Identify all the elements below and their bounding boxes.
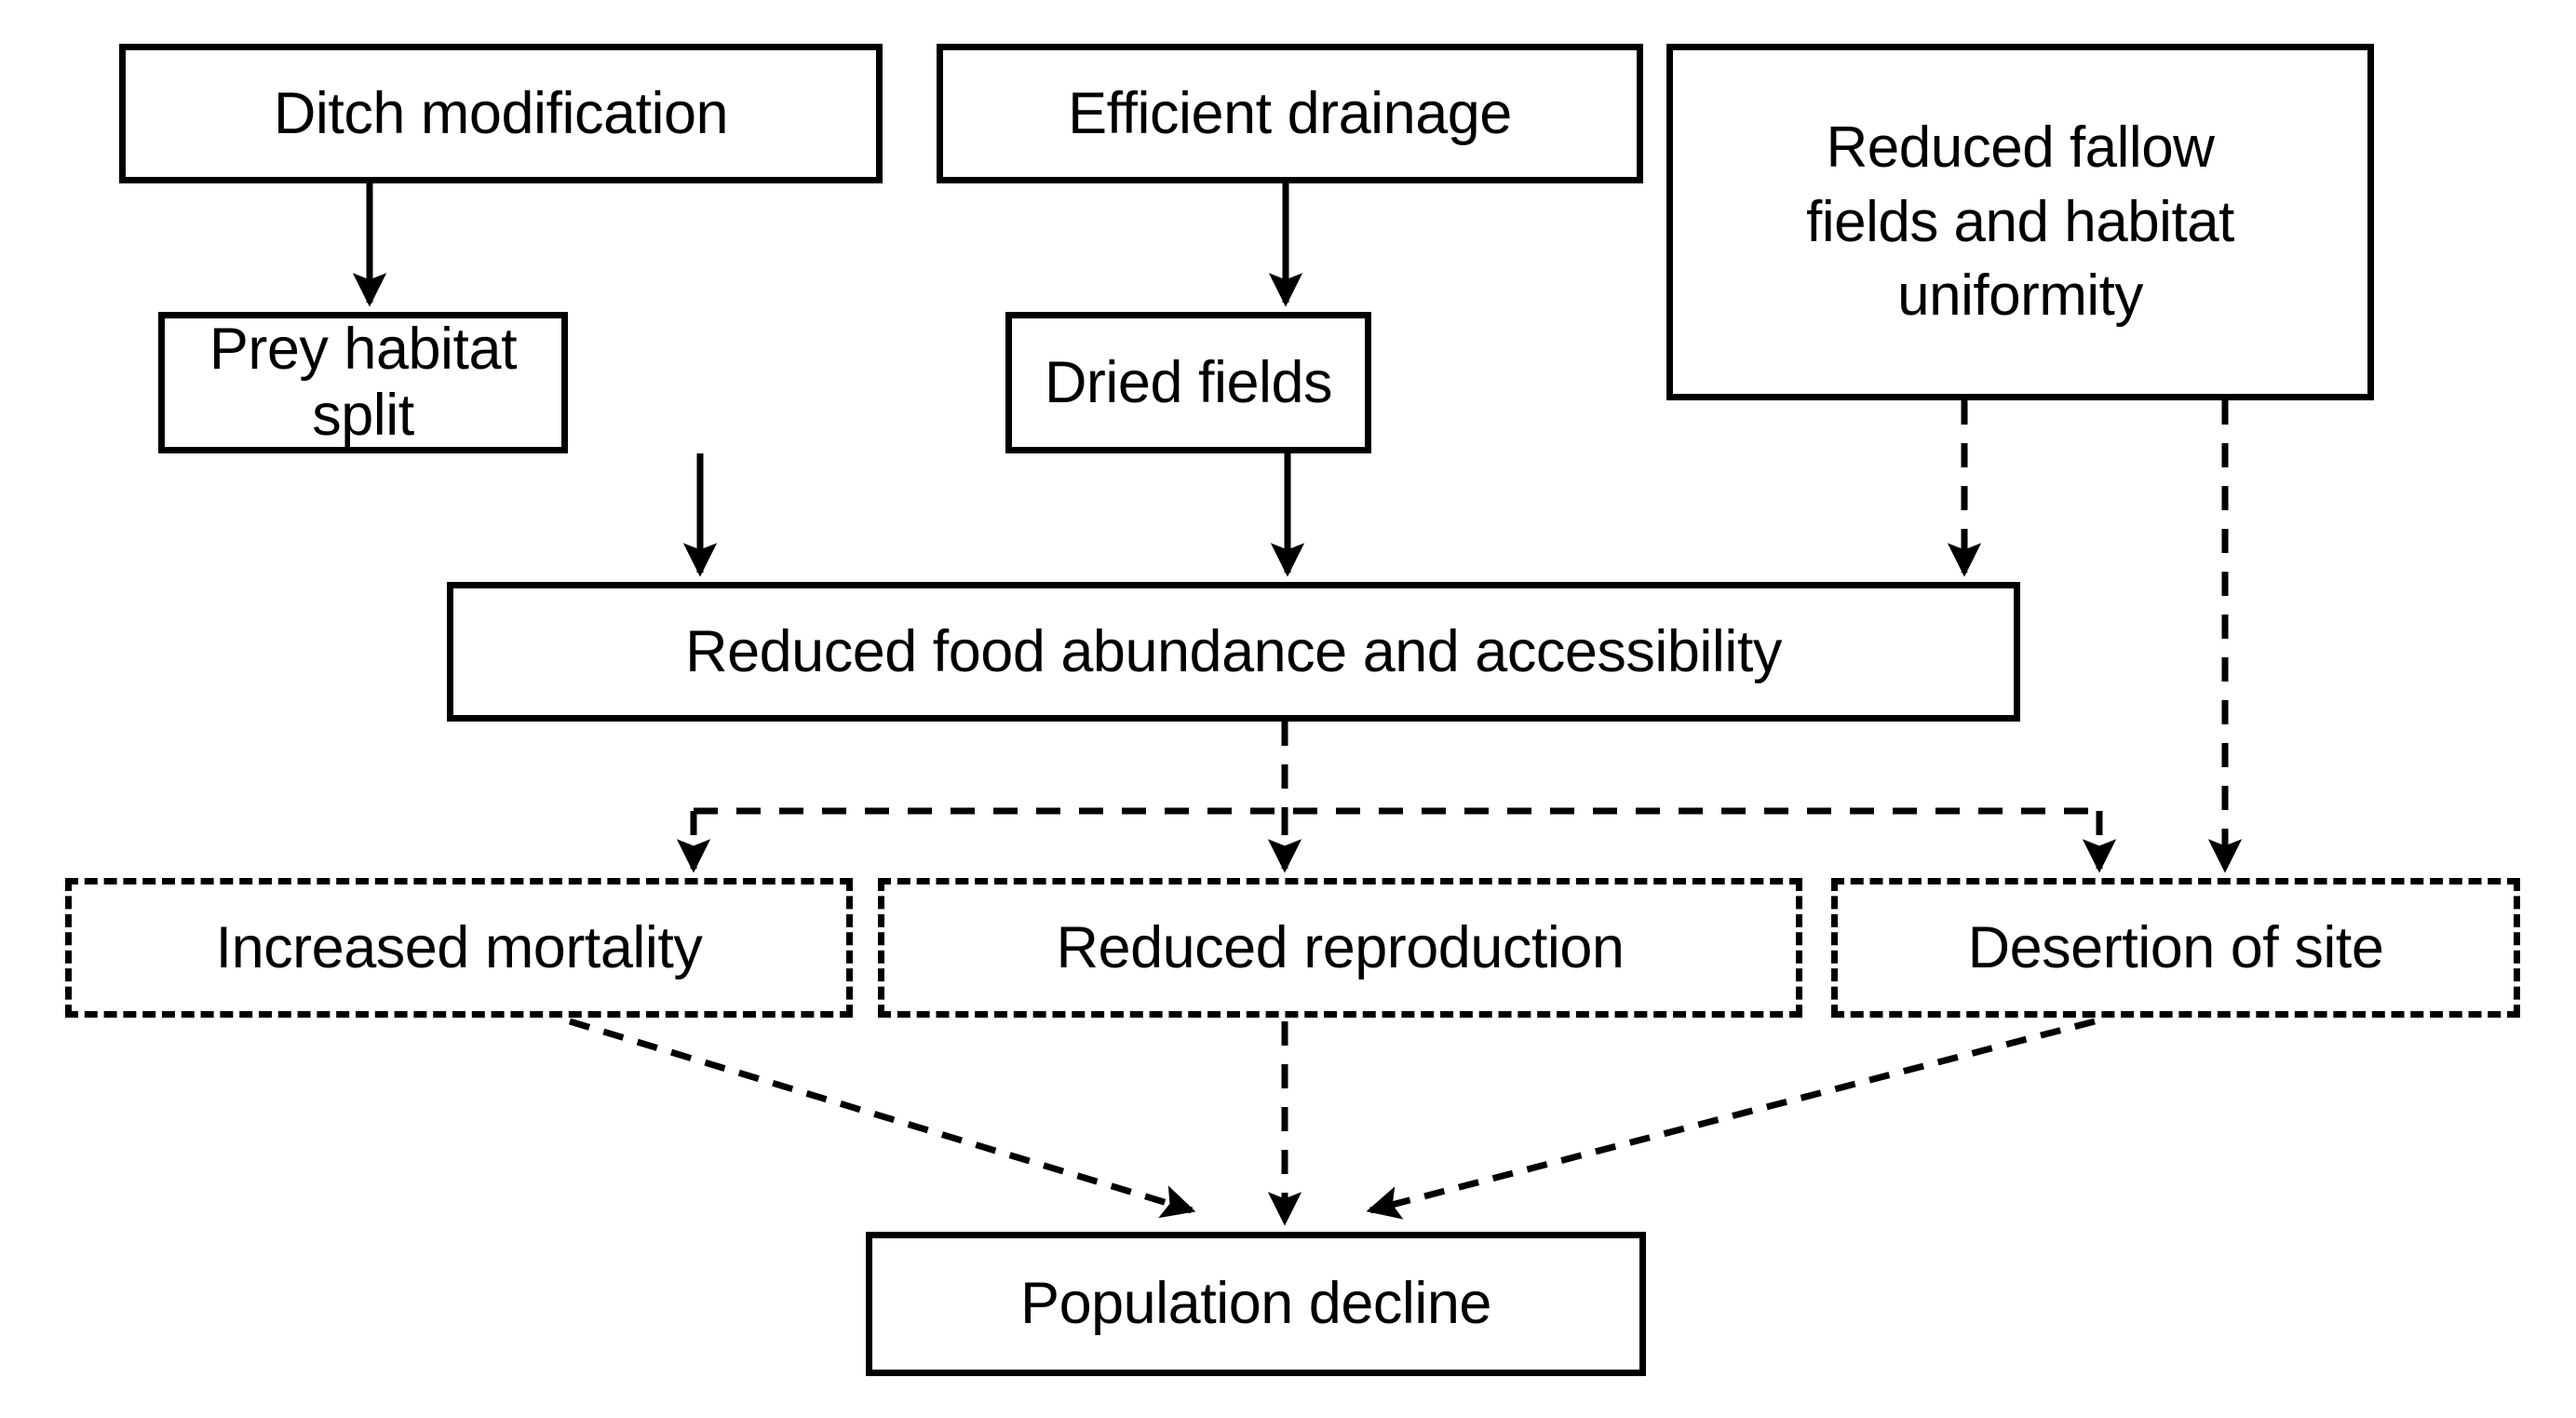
node-label-population-decline: Population decline xyxy=(1020,1271,1491,1337)
node-label-efficient-drainage: Efficient drainage xyxy=(1068,80,1512,146)
node-reduced-reproduction[interactable]: Reduced reproduction xyxy=(878,878,1802,1018)
node-label-reduced-fallow-fields: Reduced fallow fields and habitat unifor… xyxy=(1806,115,2234,329)
node-label-dried-fields: Dried fields xyxy=(1044,349,1333,415)
node-dried-fields[interactable]: Dried fields xyxy=(1005,312,1371,453)
node-desertion-of-site[interactable]: Desertion of site xyxy=(1831,878,2520,1018)
node-efficient-drainage[interactable]: Efficient drainage xyxy=(937,44,1643,183)
node-label-reduced-food-abundance: Reduced food abundance and accessibility xyxy=(685,618,1782,684)
node-label-reduced-reproduction: Reduced reproduction xyxy=(1056,914,1625,980)
node-reduced-fallow-fields[interactable]: Reduced fallow fields and habitat unifor… xyxy=(1666,44,2374,400)
edge-desertion-to-decline xyxy=(1366,1018,2096,1220)
node-label-prey-habitat-split: Prey habitat split xyxy=(209,317,518,448)
node-prey-habitat-split[interactable]: Prey habitat split xyxy=(158,312,568,453)
node-ditch-modification[interactable]: Ditch modification xyxy=(119,44,883,183)
node-population-decline[interactable]: Population decline xyxy=(866,1232,1646,1376)
node-increased-mortality[interactable]: Increased mortality xyxy=(65,878,853,1018)
edge-mortality-to-decline xyxy=(568,1018,1196,1219)
node-reduced-food-abundance[interactable]: Reduced food abundance and accessibility xyxy=(447,582,2020,722)
node-label-desertion-of-site: Desertion of site xyxy=(1967,914,2384,980)
node-label-ditch-modification: Ditch modification xyxy=(273,80,729,146)
node-label-increased-mortality: Increased mortality xyxy=(215,914,703,980)
